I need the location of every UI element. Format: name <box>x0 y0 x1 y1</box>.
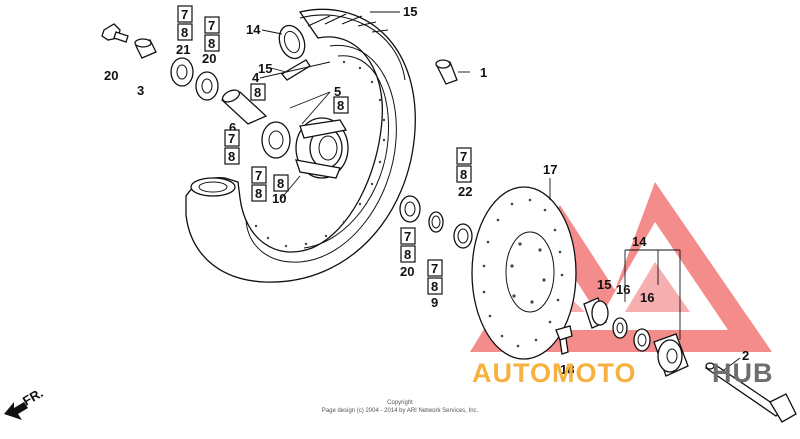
svg-text:8: 8 <box>208 36 215 51</box>
radial-bearing-20-upper <box>195 71 219 101</box>
wheel-hub <box>295 117 349 179</box>
label-2: 2 <box>742 348 749 363</box>
svg-text:8: 8 <box>460 167 467 182</box>
radial-bearing-20-lower <box>399 195 421 223</box>
ref-box-9: 7 8 <box>427 259 443 295</box>
svg-text:8: 8 <box>254 85 261 100</box>
svg-text:7: 7 <box>228 131 235 146</box>
ref-box-6: 7 8 <box>251 166 267 202</box>
reference-boxes: 7 8 7 8 8 8 7 8 7 <box>177 5 472 295</box>
svg-text:8: 8 <box>255 186 262 201</box>
svg-text:8: 8 <box>277 176 284 191</box>
copyright: Copyright Page design (c) 2004 - 2014 by… <box>322 400 479 414</box>
label-16-a: 16 <box>616 282 630 297</box>
label-15: 15 <box>597 277 611 292</box>
svg-text:7: 7 <box>255 168 262 183</box>
label-14: 14 <box>632 234 647 249</box>
hub-seals <box>261 121 291 159</box>
label-1: 1 <box>480 65 487 80</box>
svg-text:8: 8 <box>431 279 438 294</box>
label-19: 20 <box>104 68 118 83</box>
distance-collar <box>220 89 268 125</box>
dust-seal-22 <box>453 223 473 249</box>
svg-text:7: 7 <box>431 261 438 276</box>
ref-box-2: 7 8 <box>204 16 220 52</box>
svg-text:8: 8 <box>404 247 411 262</box>
label-20-upper: 20 <box>202 51 216 66</box>
label-13: 15 <box>258 61 272 76</box>
label-20-lower: 20 <box>400 264 414 279</box>
radial-bearing-21 <box>170 57 194 87</box>
watermark-text: AUTOMOTO HUB <box>472 358 774 388</box>
ref-box-3: 8 <box>250 83 266 101</box>
watermark-text-part2: HUB <box>712 358 774 388</box>
svg-text:7: 7 <box>208 18 215 33</box>
label-12: 14 <box>246 22 261 37</box>
label-9: 9 <box>431 295 438 310</box>
axle-cap <box>435 59 458 85</box>
label-18: 18 <box>560 362 574 377</box>
label-11: 15 <box>403 4 417 19</box>
rim-dots <box>254 60 386 248</box>
label-21: 21 <box>176 42 190 57</box>
svg-text:7: 7 <box>460 149 467 164</box>
disk-bolt <box>555 325 573 355</box>
ref-box-1: 7 8 <box>177 5 193 41</box>
ref-box-7: 8 <box>273 174 289 192</box>
ref-box-10: 7 8 <box>456 147 472 183</box>
arrow-icon <box>4 402 28 420</box>
speedometer-gear-box <box>583 297 689 377</box>
copyright-line-2: Page design (c) 2004 - 2014 by ARI Netwo… <box>322 408 479 414</box>
front-direction-indicator: FR. <box>4 385 46 420</box>
label-5: 5 <box>334 84 341 99</box>
circlip <box>428 211 444 233</box>
label-4: 4 <box>252 70 260 85</box>
watermark-text-part1: AUTOMOTO <box>472 358 637 388</box>
svg-text:8: 8 <box>228 149 235 164</box>
svg-text:7: 7 <box>181 7 188 22</box>
part-labels: 15 14 15 4 5 6 20 3 21 20 10 1 20 9 22 1… <box>104 4 749 377</box>
brake-disk <box>471 186 577 360</box>
copyright-line-1: Copyright <box>387 400 413 406</box>
label-22: 22 <box>458 184 472 199</box>
axle-bolt <box>101 23 129 43</box>
label-6: 6 <box>229 120 236 135</box>
front-axle <box>704 362 797 423</box>
leader-lines <box>259 11 741 371</box>
ref-box-4: 8 <box>333 96 349 114</box>
label-3: 3 <box>137 83 144 98</box>
label-16-b: 16 <box>640 290 654 305</box>
svg-text:7: 7 <box>404 229 411 244</box>
label-10: 10 <box>272 191 286 206</box>
label-17: 17 <box>543 162 557 177</box>
side-collar <box>134 38 157 59</box>
ref-box-8: 7 8 <box>400 227 416 263</box>
ref-box-5: 7 8 <box>224 129 240 165</box>
disk-holes <box>482 198 564 348</box>
svg-text:8: 8 <box>181 25 188 40</box>
svg-text:8: 8 <box>337 98 344 113</box>
tire-and-rim <box>185 8 416 283</box>
